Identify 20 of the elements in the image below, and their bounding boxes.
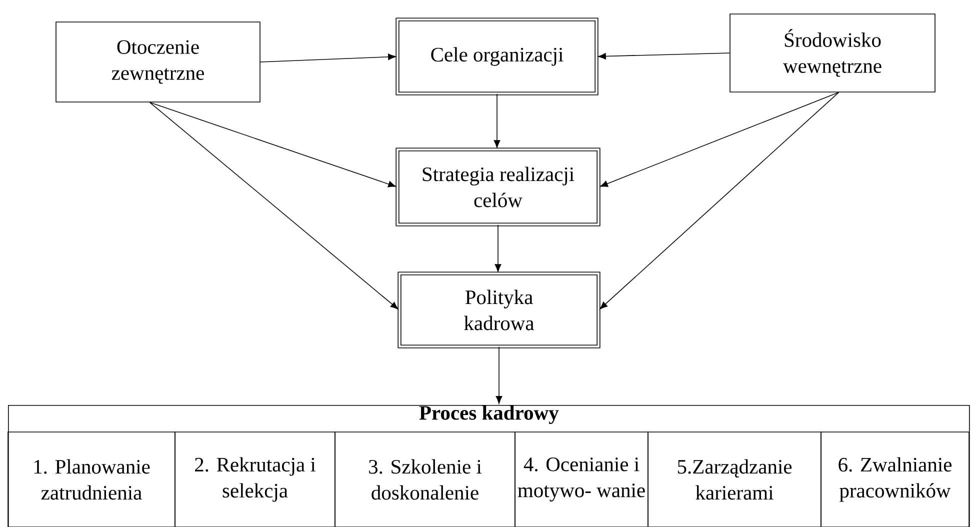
arrow bbox=[598, 52, 730, 60]
arrow bbox=[149, 102, 398, 310]
arrow bbox=[600, 92, 840, 310]
process-box: Cele organizacji bbox=[396, 18, 598, 96]
arrow bbox=[600, 92, 840, 187]
arrow bbox=[496, 346, 502, 404]
arrow bbox=[260, 54, 396, 62]
arrow bbox=[494, 94, 500, 148]
table-cell: 1. Planowanie zatrudnienia bbox=[8, 432, 176, 527]
table-cell: 5.Zarządzanie karierami bbox=[648, 432, 822, 527]
process-box: Otoczenie zewnętrzne bbox=[56, 22, 260, 102]
table-cell: 2. Rekrutacja i selekcja bbox=[174, 432, 336, 527]
process-box: Strategia realizacji celów bbox=[396, 148, 600, 226]
process-box: Polityka kadrowa bbox=[398, 272, 600, 348]
arrow bbox=[149, 102, 396, 188]
arrow bbox=[494, 224, 502, 272]
process-box: Środowisko wewnętrzne bbox=[730, 14, 936, 92]
table-cell: 4. Ocenianie i motywo- wanie bbox=[514, 432, 648, 527]
table-cell: 3. Szkolenie i doskonalenie bbox=[334, 432, 516, 527]
table-cell: 6. Zwalnianie pracowników bbox=[820, 432, 970, 527]
